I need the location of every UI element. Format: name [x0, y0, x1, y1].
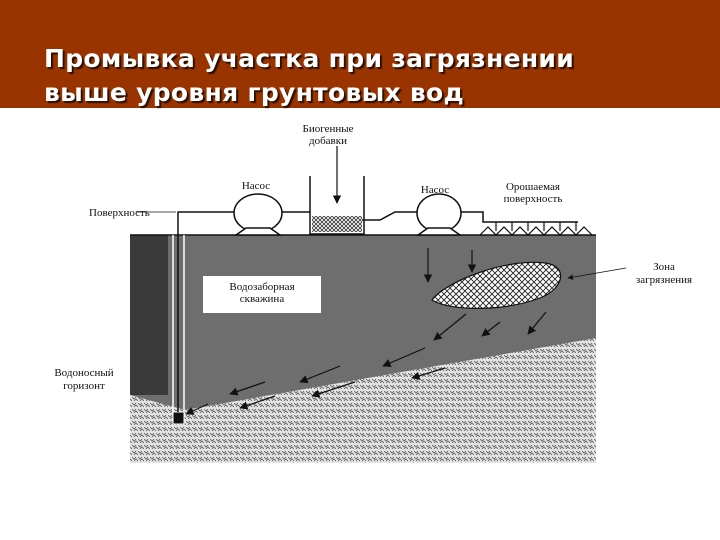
- contamination-zone: [431, 261, 562, 309]
- surface-label: Поверхность: [89, 207, 150, 219]
- title-line-1: Промывка участка при загрязнении: [44, 44, 575, 73]
- pump-right: [415, 193, 463, 236]
- pipe-tank-to-pump: [362, 211, 418, 221]
- irrigated-label-line1: Орошаемая: [506, 181, 560, 193]
- irrigation-spray: [479, 226, 593, 236]
- pump-left-label: Насос: [242, 180, 270, 192]
- well-label-line2: скважина: [240, 293, 285, 305]
- pump-right-label: Насос: [421, 184, 449, 196]
- flow-arrows: [185, 248, 547, 415]
- well-label-box: [203, 276, 321, 313]
- well-column: [130, 235, 168, 395]
- title-banner: Промывка участка при загрязнении выше ур…: [0, 0, 720, 108]
- pipe-to-sprinklers: [460, 211, 578, 223]
- zone-leader: [567, 267, 627, 280]
- title-line-2: выше уровня грунтовых вод: [44, 78, 464, 107]
- well-label-line1: Водозаборная: [229, 281, 294, 293]
- additives-label-line1: Биогенные: [303, 123, 354, 135]
- well-screen: [172, 411, 185, 425]
- additives-label-line2: добавки: [309, 135, 347, 147]
- aquifer-flow-arrows: [239, 367, 446, 410]
- zone-label-line1: Зона: [653, 261, 675, 273]
- nutrient-tank: [309, 176, 365, 235]
- remediation-diagram: Биогенные добавки Насос Насос Орошаемая …: [54, 123, 692, 463]
- slide-title: Промывка участка при загрязнении выше ур…: [44, 42, 684, 110]
- aquifer-label-line1: Водоносный: [54, 367, 113, 379]
- zone-label-line2: загрязнения: [636, 274, 692, 286]
- irrigated-label-line2: поверхность: [504, 193, 563, 205]
- pump-left: [233, 193, 283, 236]
- sprinkler-array: [495, 222, 577, 231]
- pipe-well-to-pump: [177, 211, 235, 412]
- aquifer-label-line2: горизонт: [63, 380, 105, 392]
